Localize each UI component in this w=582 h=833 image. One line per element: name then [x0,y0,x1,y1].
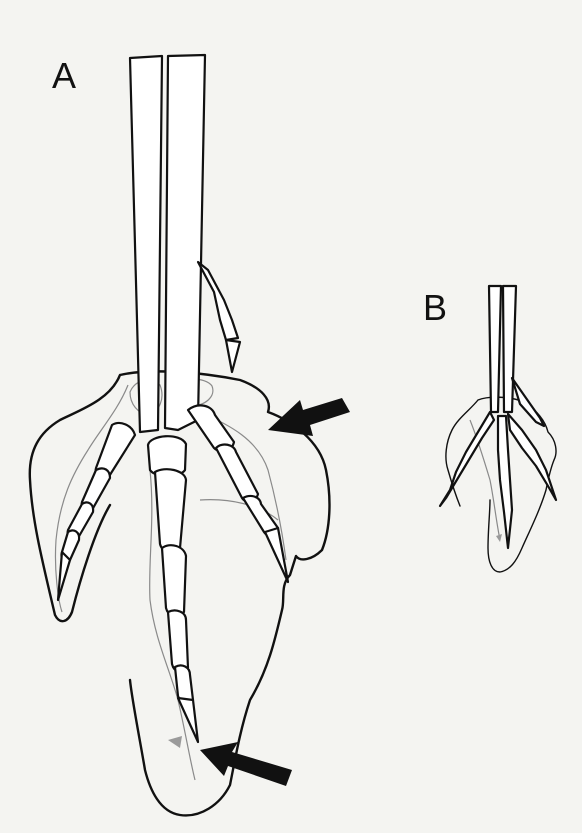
panel-b-metatarsal-left [489,286,501,412]
panel-b-label: B [423,290,447,326]
panel-a-metatarsal-right [165,55,205,430]
panel-a-label: A [52,58,76,94]
